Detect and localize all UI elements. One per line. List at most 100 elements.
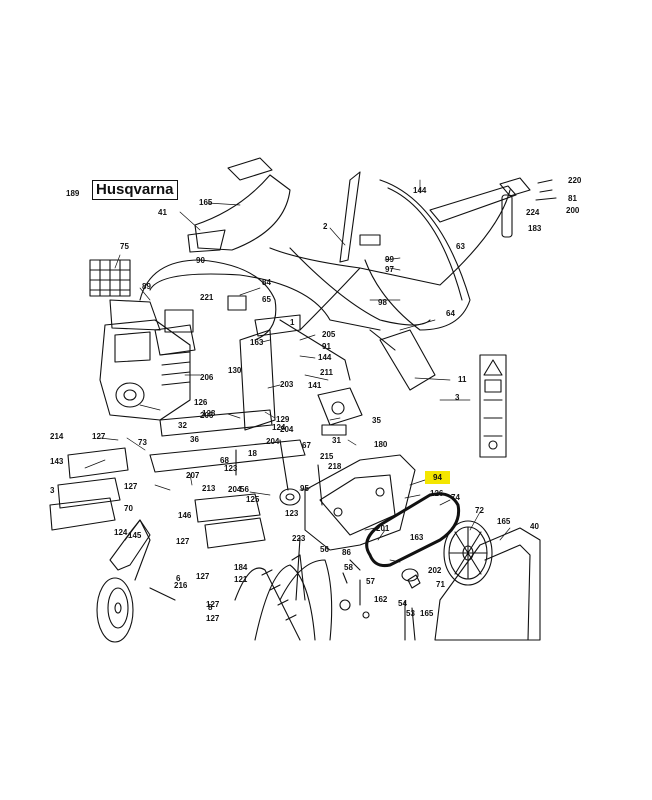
part-number-label[interactable]: 180 <box>374 440 388 449</box>
part-number-label[interactable]: 71 <box>436 580 445 589</box>
part-number-label[interactable]: 36 <box>190 435 199 444</box>
part-number-label[interactable]: 213 <box>202 484 216 493</box>
part-number-label[interactable]: 211 <box>320 368 333 377</box>
part-number-label[interactable]: 56 <box>320 545 329 554</box>
part-number-label[interactable]: 3 <box>455 393 460 402</box>
part-number-label[interactable]: 215 <box>320 452 334 461</box>
part-number-label[interactable]: 99 <box>385 255 394 264</box>
part-number-label[interactable]: 6 <box>176 574 181 583</box>
part-number-label[interactable]: 32 <box>178 421 187 430</box>
part-number-label[interactable]: 205 <box>322 330 336 339</box>
part-number-label[interactable]: 124 <box>272 423 286 432</box>
part-number-label[interactable]: 224 <box>526 208 540 217</box>
part-number-label[interactable]: 124 <box>114 528 128 537</box>
part-number-label[interactable]: 2 <box>323 222 328 231</box>
part-number-label[interactable]: 127 <box>124 482 138 491</box>
part-number-label[interactable]: 126 <box>194 398 208 407</box>
part-number-label[interactable]: 184 <box>234 563 248 572</box>
part-number-label[interactable]: 53 <box>406 609 415 618</box>
part-number-label[interactable]: 84 <box>262 278 271 287</box>
part-number-label[interactable]: 202 <box>428 566 442 575</box>
part-number-label[interactable]: 163 <box>250 338 264 347</box>
part-number-label[interactable]: 90 <box>196 256 205 265</box>
part-number-label[interactable]: 204 <box>228 485 242 494</box>
part-number-label[interactable]: 74 <box>451 493 460 502</box>
part-number-label[interactable]: 165 <box>199 198 213 207</box>
part-number-label[interactable]: 63 <box>456 242 465 251</box>
air-filter <box>89 259 131 297</box>
part-number-label[interactable]: 128 <box>202 409 216 418</box>
part-number-label[interactable]: 223 <box>292 534 306 543</box>
part-number-label[interactable]: 70 <box>124 504 133 513</box>
part-number-label[interactable]: 165 <box>420 609 434 618</box>
part-number-label[interactable]: 75 <box>120 242 129 251</box>
part-number-label[interactable]: 214 <box>50 432 64 441</box>
part-number-label[interactable]: 127 <box>206 600 220 609</box>
part-number-label[interactable]: 57 <box>366 577 375 586</box>
part-number-label[interactable]: 221 <box>200 293 214 302</box>
part-number-label[interactable]: 204 <box>266 437 280 446</box>
part-number-label[interactable]: 204 <box>280 425 294 434</box>
part-number-label[interactable]: 218 <box>328 462 342 471</box>
part-number-label[interactable]: 130 <box>228 366 242 375</box>
part-number-label[interactable]: 3 <box>50 486 55 495</box>
part-number-label[interactable]: 35 <box>372 416 381 425</box>
part-number-label[interactable]: 207 <box>186 471 200 480</box>
part-number-label[interactable]: 40 <box>530 522 539 531</box>
part-number-label[interactable]: 126 <box>430 489 444 498</box>
belt-cover <box>187 157 291 311</box>
part-number-label[interactable]: 18 <box>248 449 257 458</box>
part-number-label[interactable]: 141 <box>308 381 322 390</box>
part-number-label[interactable]: 65 <box>262 295 271 304</box>
part-number-label[interactable]: 95 <box>300 484 309 493</box>
part-number-label[interactable]: 144 <box>413 186 427 195</box>
part-number-label[interactable]: 73 <box>138 438 147 447</box>
part-number-label[interactable]: 64 <box>446 309 455 318</box>
part-number-label[interactable]: 8 <box>208 603 213 612</box>
part-number-label[interactable]: 203 <box>280 380 294 389</box>
part-number-label[interactable]: 201 <box>376 524 390 533</box>
part-number-label[interactable]: 146 <box>178 511 192 520</box>
part-number-label[interactable]: 89 <box>142 282 151 291</box>
part-number-label[interactable]: 56 <box>240 485 249 494</box>
part-number-label[interactable]: 183 <box>528 224 542 233</box>
part-number-label[interactable]: 206 <box>200 373 214 382</box>
part-number-label[interactable]: 127 <box>206 614 220 623</box>
part-number-label[interactable]: 165 <box>497 517 511 526</box>
part-number-label[interactable]: 206 <box>200 411 214 420</box>
part-number-label[interactable]: 125 <box>246 495 260 504</box>
part-number-label[interactable]: 54 <box>398 599 407 608</box>
part-number-label[interactable]: 200 <box>566 206 580 215</box>
part-number-label[interactable]: 127 <box>92 432 106 441</box>
part-number-label[interactable]: 31 <box>332 436 341 445</box>
idler-pulley <box>279 488 301 506</box>
part-number-label[interactable]: 91 <box>322 342 331 351</box>
part-number-label[interactable]: 129 <box>276 415 290 424</box>
part-number-label[interactable]: 127 <box>196 572 210 581</box>
part-number-label[interactable]: 143 <box>50 457 64 466</box>
part-number-label[interactable]: 81 <box>568 194 577 203</box>
highlighted-part-number[interactable]: 94 <box>425 471 450 484</box>
part-number-label[interactable]: 68 <box>220 456 229 465</box>
part-number-label[interactable]: 127 <box>176 537 190 546</box>
part-number-label[interactable]: 97 <box>385 265 394 274</box>
part-number-label[interactable]: 145 <box>128 531 142 540</box>
part-number-label[interactable]: 123 <box>285 509 299 518</box>
part-number-label[interactable]: 121 <box>234 575 248 584</box>
part-number-label[interactable]: 1 <box>290 318 295 327</box>
part-number-label[interactable]: 58 <box>344 563 353 572</box>
part-number-label[interactable]: 189 <box>66 189 80 198</box>
part-number-label[interactable]: 98 <box>378 298 387 307</box>
part-number-label[interactable]: 220 <box>568 176 582 185</box>
part-number-label[interactable]: 123 <box>224 464 238 473</box>
part-number-label[interactable]: 67 <box>302 441 311 450</box>
part-number-label[interactable]: 11 <box>458 375 467 384</box>
part-number-label[interactable]: 86 <box>342 548 351 557</box>
part-number-label[interactable]: 72 <box>475 506 484 515</box>
part-number-label[interactable]: 162 <box>374 595 388 604</box>
part-number-label[interactable]: 144 <box>318 353 332 362</box>
pulley <box>443 520 493 586</box>
part-number-label[interactable]: 163 <box>410 533 424 542</box>
part-number-label[interactable]: 41 <box>158 208 167 217</box>
part-number-label[interactable]: 216 <box>174 581 188 590</box>
